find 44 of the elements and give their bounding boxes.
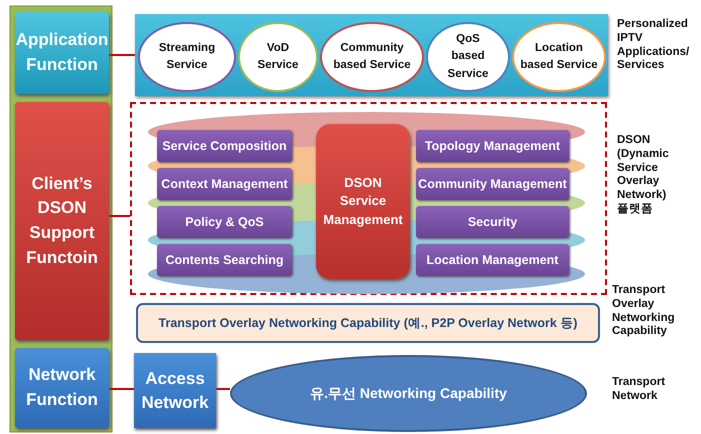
node-label: Context Management xyxy=(161,177,288,191)
function-box xyxy=(15,12,109,94)
node-label: QoS based Service xyxy=(446,32,490,82)
connector-line xyxy=(109,388,134,390)
management-box xyxy=(316,124,410,279)
function-box xyxy=(15,102,109,340)
node-label: Topology Management xyxy=(424,139,560,153)
node-label: VoD Service xyxy=(256,40,300,73)
node-label: Streaming Service xyxy=(158,40,216,73)
function-box xyxy=(157,168,292,200)
function-box xyxy=(157,130,292,162)
function-box xyxy=(157,244,292,276)
node-label: DSON Service Management xyxy=(322,174,404,229)
node-label: Contents Searching xyxy=(165,253,284,267)
capability-box xyxy=(136,303,600,343)
node-label: Location based Service xyxy=(519,40,599,73)
function-label: Access Network xyxy=(140,368,210,414)
connector-line xyxy=(216,388,230,390)
side-note: DSON (Dynamic Service Overlay Network) 플랫폼 xyxy=(617,134,670,217)
node-label: Policy & QoS xyxy=(185,215,264,229)
function-label: Application Function xyxy=(15,29,109,76)
function-box xyxy=(416,206,569,238)
function-box xyxy=(15,348,109,428)
function-label: Client’s DSON Support Functoin xyxy=(25,172,99,269)
platform-dashed-box xyxy=(130,102,607,295)
connector-line xyxy=(109,54,135,56)
function-box xyxy=(416,244,569,276)
function-box xyxy=(157,206,292,238)
side-note: Personalized IPTV Applications/ Services xyxy=(617,18,690,74)
node-label: Community based Service xyxy=(332,40,412,73)
node-label: 유.무선 Networking Capability xyxy=(310,384,507,402)
network-box xyxy=(134,353,216,428)
function-label: Network Function xyxy=(25,364,99,411)
node-label: Community Management xyxy=(418,177,567,191)
connector-line xyxy=(109,215,130,217)
node-label: Security xyxy=(468,215,518,229)
node-label: Transport Overlay Networking Capability (예., P2P Overlay Network 등) xyxy=(158,314,578,332)
side-note: Transport Network xyxy=(612,376,666,404)
function-box xyxy=(416,168,569,200)
function-box xyxy=(416,130,569,162)
node-label: Service Composition xyxy=(162,139,287,153)
service-band xyxy=(135,14,608,96)
side-note: Transport Overlay Networking Capability xyxy=(612,284,676,340)
node-label: Location Management xyxy=(426,253,558,267)
